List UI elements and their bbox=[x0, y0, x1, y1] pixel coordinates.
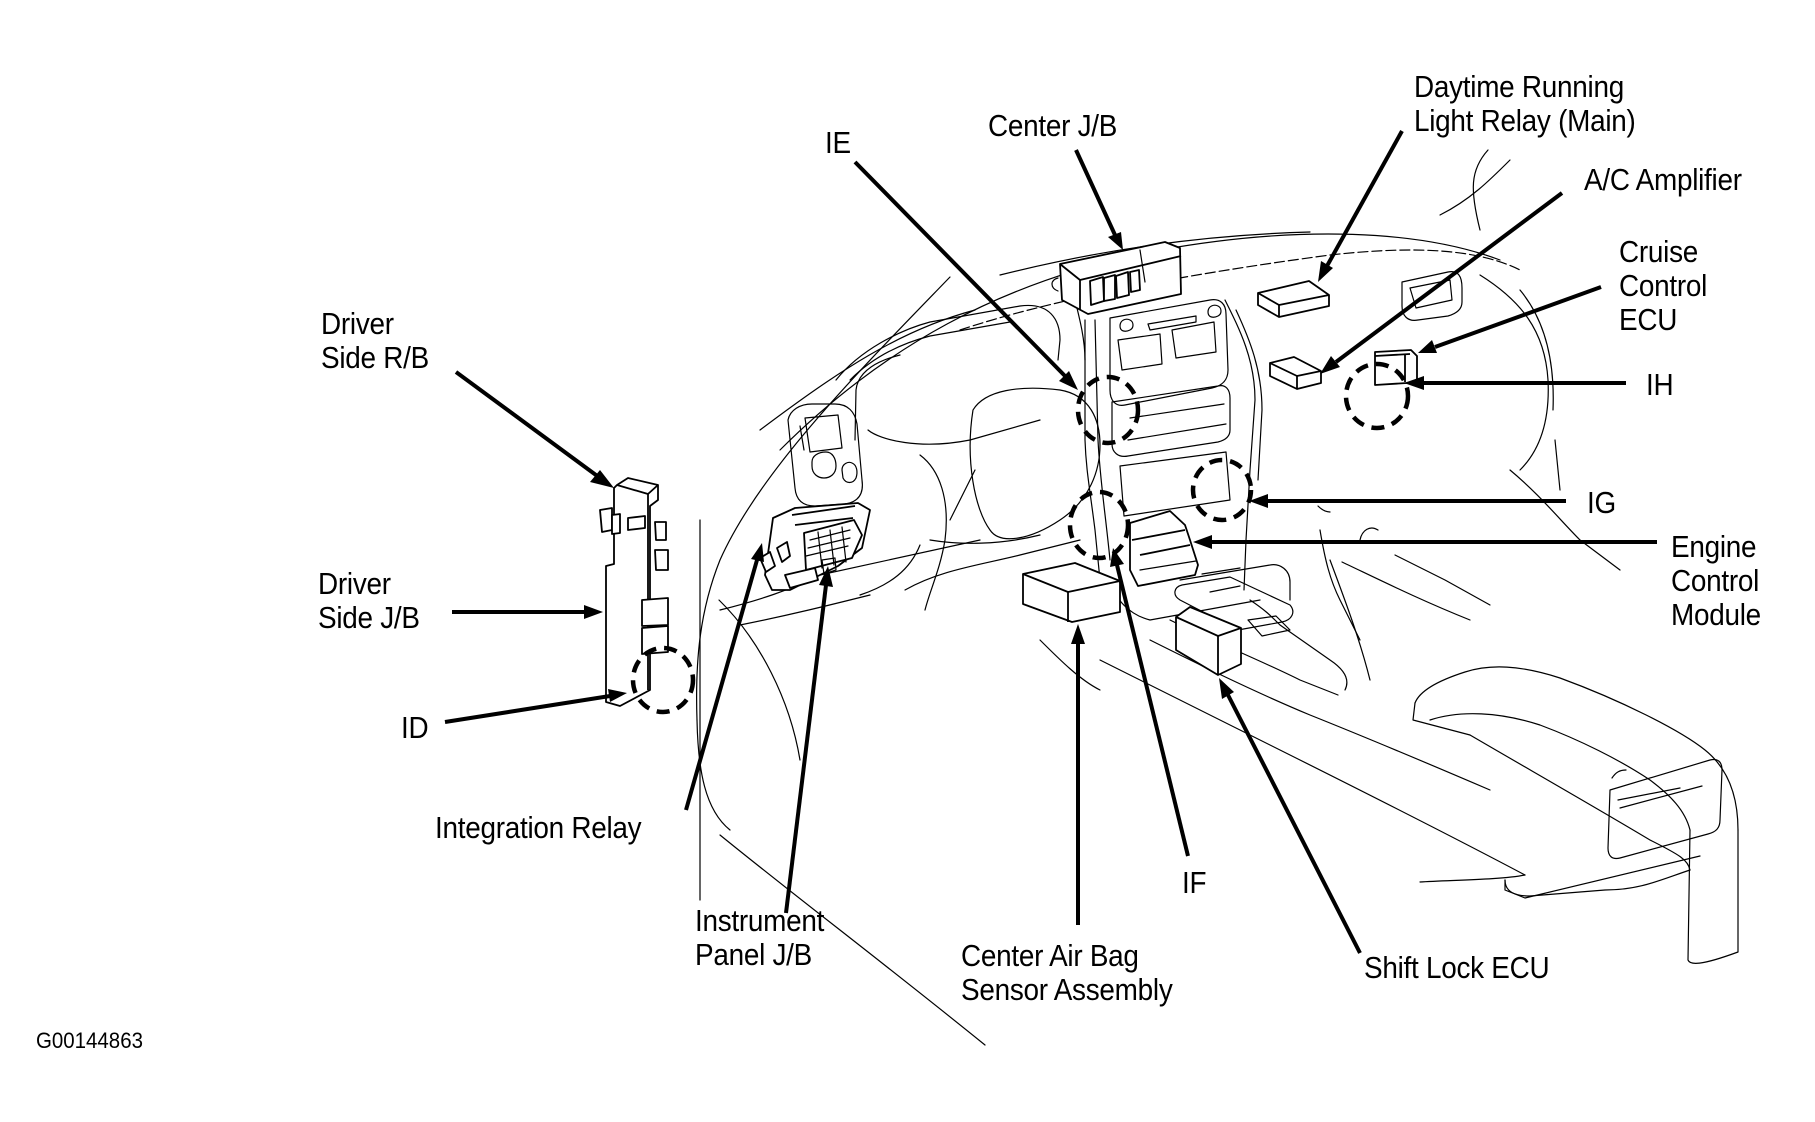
arrowhead-if bbox=[1110, 548, 1124, 567]
arrowhead-ie bbox=[1059, 371, 1078, 390]
leader-integration-relay bbox=[684, 559, 759, 811]
label-driver-rb: Driver Side R/B bbox=[321, 307, 429, 375]
leader-if bbox=[1115, 564, 1190, 857]
label-airbag-sensor: Center Air Bag Sensor Assembly bbox=[961, 939, 1173, 1007]
arrowhead-instrument-panel-jb bbox=[819, 566, 833, 587]
arrowhead-id bbox=[608, 689, 627, 702]
arrowhead-integration-relay bbox=[751, 543, 764, 562]
label-connector-id: ID bbox=[401, 710, 429, 745]
connector-ih-circle bbox=[1343, 361, 1411, 431]
leader-lines bbox=[444, 130, 1657, 954]
driver-side-jb-component bbox=[599, 477, 669, 707]
label-driver-jb: Driver Side J/B bbox=[318, 567, 420, 635]
arrowhead-driver-rb bbox=[590, 470, 614, 488]
arrowhead-driver-jb bbox=[584, 605, 603, 619]
leader-ie bbox=[853, 160, 1067, 378]
label-connector-ie: IE bbox=[825, 125, 851, 160]
cruise-control-ecu-component bbox=[1374, 349, 1418, 386]
airbag-sensor-component bbox=[1022, 562, 1121, 623]
label-integration-relay: Integration Relay bbox=[435, 810, 642, 845]
engine-control-module-component bbox=[1129, 510, 1199, 587]
label-cruise-ecu-line3: ECU bbox=[1619, 302, 1678, 337]
label-airbag-sensor-line1: Center Air Bag bbox=[961, 938, 1139, 973]
label-drl-relay-line1: Daytime Running bbox=[1414, 69, 1624, 104]
leader-drl-relay bbox=[1325, 130, 1404, 267]
label-airbag-sensor-line2: Sensor Assembly bbox=[961, 972, 1173, 1007]
label-instrument-panel-jb: Instrument Panel J/B bbox=[695, 904, 824, 972]
label-drl-relay: Daytime Running Light Relay (Main) bbox=[1414, 70, 1636, 138]
connector-if-circle bbox=[1067, 489, 1131, 561]
label-cruise-ecu-line2: Control bbox=[1619, 268, 1708, 303]
label-connector-ig: IG bbox=[1587, 485, 1616, 520]
label-drl-relay-line2: Light Relay (Main) bbox=[1414, 103, 1636, 138]
leader-instrument-panel-jb bbox=[784, 584, 828, 914]
arrowhead-ecm bbox=[1193, 535, 1212, 549]
ac-amplifier-component bbox=[1269, 356, 1322, 390]
arrowhead-center-jb bbox=[1108, 232, 1123, 250]
label-center-jb: Center J/B bbox=[988, 108, 1118, 143]
instrument-panel-jb-component bbox=[759, 502, 871, 591]
label-shift-lock-ecu: Shift Lock ECU bbox=[1364, 950, 1550, 985]
dashboard-outline bbox=[696, 149, 1739, 1046]
label-driver-jb-line1: Driver bbox=[318, 566, 391, 601]
leader-ac-amplifier bbox=[1334, 191, 1564, 364]
arrowhead-airbag-sensor bbox=[1071, 624, 1085, 644]
label-driver-rb-line1: Driver bbox=[321, 306, 394, 341]
label-connector-ih: IH bbox=[1646, 367, 1674, 402]
leader-driver-rb bbox=[454, 370, 602, 480]
arrowhead-ih bbox=[1404, 376, 1424, 390]
shift-lock-ecu-component bbox=[1175, 606, 1242, 676]
center-jb-component bbox=[1051, 241, 1182, 315]
label-cruise-ecu-line1: Cruise bbox=[1619, 234, 1699, 269]
arrowhead-shift-lock-ecu bbox=[1219, 678, 1234, 699]
label-ecm: Engine Control Module bbox=[1671, 530, 1761, 632]
leader-id bbox=[444, 694, 611, 724]
label-ecm-line1: Engine bbox=[1671, 529, 1757, 564]
label-cruise-ecu: Cruise Control ECU bbox=[1619, 235, 1707, 337]
arrowhead-ig bbox=[1249, 494, 1268, 508]
leader-cruise-ecu bbox=[1434, 285, 1602, 349]
connector-ig-circle bbox=[1190, 457, 1254, 523]
arrowhead-drl-relay bbox=[1318, 261, 1333, 282]
arrowhead-cruise-ecu bbox=[1418, 340, 1437, 353]
connector-ie-circle bbox=[1075, 374, 1141, 446]
figure-id: G00144863 bbox=[36, 1028, 143, 1053]
label-ac-amplifier: A/C Amplifier bbox=[1584, 162, 1742, 197]
label-ecm-line2: Control bbox=[1671, 563, 1760, 598]
label-instrument-panel-jb-line2: Panel J/B bbox=[695, 937, 812, 972]
label-driver-jb-line2: Side J/B bbox=[318, 600, 420, 635]
leader-center-jb bbox=[1074, 149, 1117, 236]
connector-id-circle bbox=[630, 645, 696, 715]
leader-shift-lock-ecu bbox=[1226, 694, 1362, 954]
arrowhead-ac-amplifier bbox=[1320, 356, 1340, 374]
label-driver-rb-line2: Side R/B bbox=[321, 340, 429, 375]
label-instrument-panel-jb-line1: Instrument bbox=[695, 903, 825, 938]
drl-relay-component bbox=[1257, 280, 1330, 318]
label-connector-if: IF bbox=[1182, 865, 1207, 900]
label-ecm-line3: Module bbox=[1671, 597, 1761, 632]
